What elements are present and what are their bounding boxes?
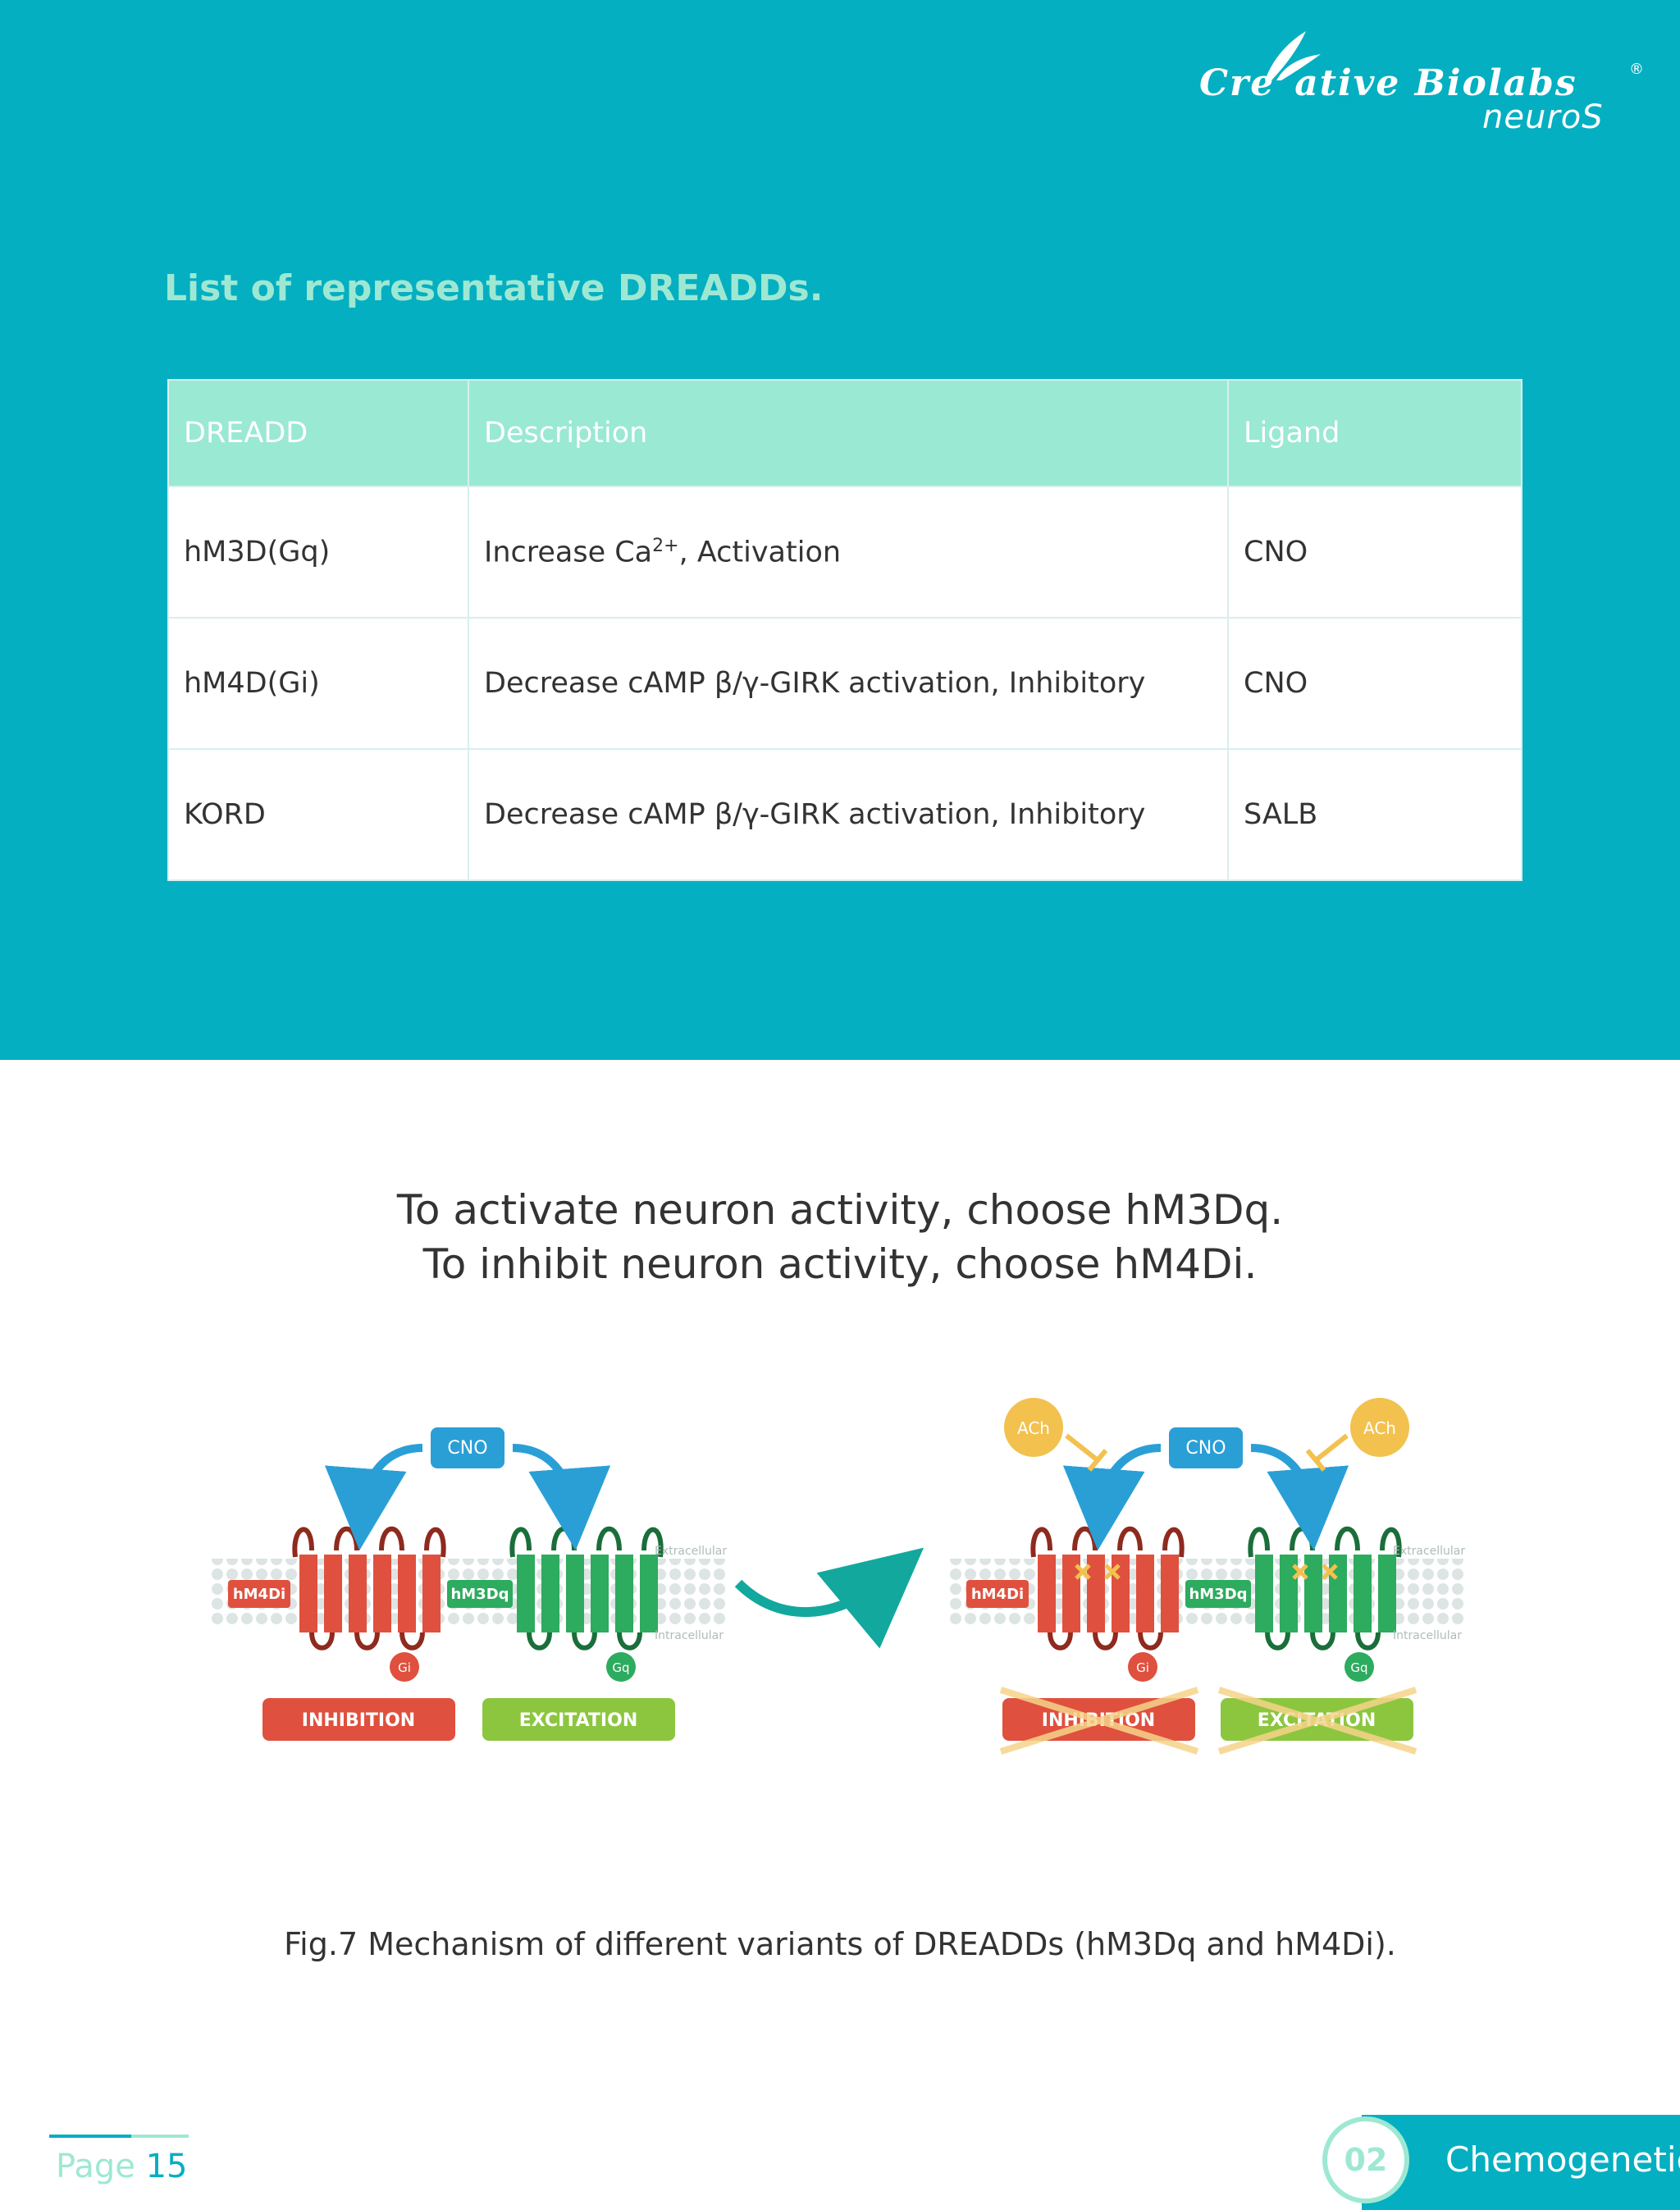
hm3dq-receptor <box>509 1526 664 1651</box>
figure-caption: Fig.7 Mechanism of different variants of… <box>284 1926 1396 1962</box>
cell-ligand: SALB <box>1227 748 1522 881</box>
table-row: KORD Decrease cAMP β/γ-GIRK activation, … <box>167 748 1522 881</box>
description-superscript: 2+ <box>652 535 679 556</box>
cell-description: Decrease cAMP β/γ-GIRK activation, Inhib… <box>468 617 1229 750</box>
inhibition-cross <box>999 1687 1199 1755</box>
ach-molecule-left <box>1004 1398 1063 1457</box>
hm4di-label-right: hM4Di <box>971 1586 1024 1603</box>
cno-arrow-right-right <box>1250 1444 1349 1550</box>
header-description: Description <box>468 379 1229 487</box>
page-number: 15 <box>145 2148 188 2185</box>
chapter-number: 02 <box>1322 2116 1409 2203</box>
table-header-row: DREADD Description Ligand <box>167 379 1522 487</box>
hm4di-receptor-blocked <box>1030 1526 1185 1651</box>
page-divider-accent <box>131 2135 189 2138</box>
cno-box-right <box>1169 1427 1243 1468</box>
guidance-text: To activate neuron activity, choose hM3D… <box>0 1183 1680 1291</box>
header-ligand: Ligand <box>1227 379 1522 487</box>
description-text: Increase Ca <box>484 536 653 569</box>
hm3dq-label-box <box>447 1580 513 1608</box>
description-tail: , Activation <box>678 536 842 569</box>
chapter-title: Chemogenetics <box>1445 2139 1680 2180</box>
intracellular-label: Intracellular <box>655 1629 724 1642</box>
cno-arrow-right <box>512 1444 611 1550</box>
cno-arrow-left <box>324 1444 423 1550</box>
ach-label-left: ACh <box>1017 1418 1050 1438</box>
table-row: hM4D(Gi) Decrease cAMP β/γ-GIRK activati… <box>167 617 1522 750</box>
cell-description: Decrease cAMP β/γ-GIRK activation, Inhib… <box>468 748 1229 881</box>
transition-arrow <box>734 1547 924 1649</box>
header-dreadd: DREADD <box>167 379 469 487</box>
cno-label-right: CNO <box>1185 1438 1226 1459</box>
excitation-cross <box>1217 1687 1418 1755</box>
extracellular-label: Extracellular <box>655 1545 727 1558</box>
cno-box <box>431 1427 504 1468</box>
ach-block-right <box>1305 1433 1349 1472</box>
cno-label: CNO <box>447 1438 487 1459</box>
gq-protein <box>606 1652 636 1682</box>
cell-dreadd: hM3D(Gq) <box>167 486 469 619</box>
ach-label-right: ACh <box>1363 1418 1396 1438</box>
page-label: Page <box>56 2148 135 2185</box>
cell-description: Increase Ca2+, Activation <box>468 486 1229 619</box>
guidance-line-inhibit: To inhibit neuron activity, choose hM4Di… <box>422 1240 1258 1288</box>
extracellular-label-right: Extracellular <box>1393 1545 1465 1558</box>
cno-arrow-left-right <box>1062 1444 1162 1550</box>
gq-label: Gq <box>612 1660 629 1675</box>
page-divider <box>49 2135 131 2138</box>
inhibition-label: INHIBITION <box>302 1710 415 1731</box>
page-indicator: Page 15 <box>56 2148 187 2185</box>
cell-ligand: CNO <box>1227 617 1522 750</box>
gi-protein <box>390 1652 419 1682</box>
intracellular-label-right: Intracellular <box>1393 1629 1462 1642</box>
hm3dq-label: hM3Dq <box>450 1586 509 1603</box>
panel-after: hM4Di Gi hM3Dq Gq Extracellular Intracel… <box>947 1398 1465 1755</box>
logo-subtitle: neuroS <box>1482 98 1604 136</box>
cell-dreadd: KORD <box>167 748 469 881</box>
ach-block-left <box>1065 1433 1108 1472</box>
guidance-line-activate: To activate neuron activity, choose hM3D… <box>396 1186 1284 1234</box>
hm4di-label: hM4Di <box>233 1586 285 1603</box>
gi-label-right: Gi <box>1136 1660 1149 1675</box>
panel-before: hM4Di Gi hM3Dq Gq Extracellular Intracel… <box>209 1427 727 1741</box>
hm4di-receptor <box>292 1526 446 1651</box>
hm4di-label-box <box>228 1580 290 1608</box>
gq-label-right: Gq <box>1350 1660 1367 1675</box>
dreadd-table: DREADD Description Ligand hM3D(Gq) Incre… <box>167 379 1522 881</box>
hm4di-label-box-right <box>966 1580 1029 1608</box>
table-row: hM3D(Gq) Increase Ca2+, Activation CNO <box>167 486 1522 619</box>
excitation-box <box>482 1698 675 1741</box>
section-title: List of representative DREADDs. <box>164 267 824 309</box>
gi-protein-right <box>1128 1652 1157 1682</box>
logo-registered: ® <box>1629 61 1644 78</box>
inhibition-box <box>262 1698 455 1741</box>
brand-logo: Cre_ative Biolabs ® neuroS <box>1199 25 1644 139</box>
gi-label: Gi <box>398 1660 411 1675</box>
dreadd-mechanism-figure: hM4Di Gi hM3Dq Gq Extracellular Intracel… <box>209 1398 1465 1755</box>
hm3dq-label-box-right <box>1185 1580 1251 1608</box>
logo-wordmark: Cre_ative Biolabs <box>1199 62 1577 104</box>
chapter-bar <box>1362 2115 1680 2210</box>
ach-molecule-right <box>1350 1398 1409 1457</box>
hm3dq-label-right: hM3Dq <box>1189 1586 1247 1603</box>
gq-protein-right <box>1344 1652 1374 1682</box>
leaf-icon <box>1265 31 1321 80</box>
cell-ligand: CNO <box>1227 486 1522 619</box>
cell-dreadd: hM4D(Gi) <box>167 617 469 750</box>
excitation-label: EXCITATION <box>519 1710 637 1731</box>
